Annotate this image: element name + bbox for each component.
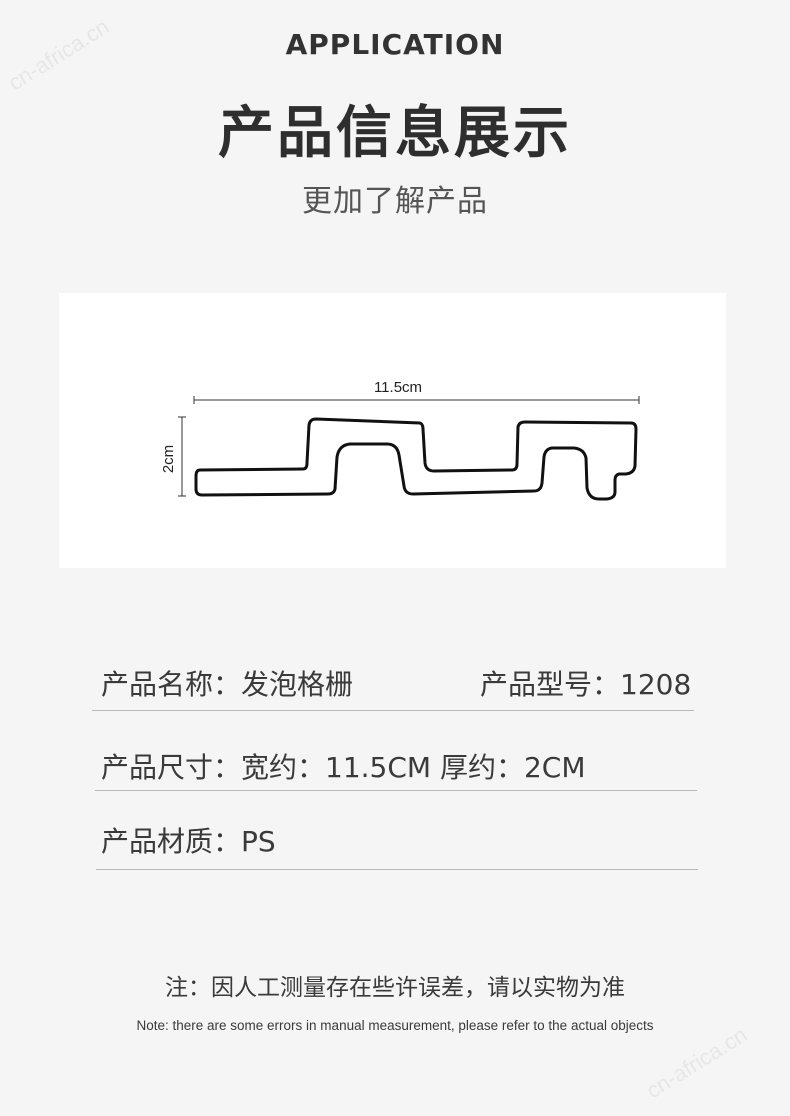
profile-outline <box>194 417 638 501</box>
application-heading: APPLICATION <box>285 28 505 61</box>
product-size: 产品尺寸：宽约：11.5CM 厚约：2CM <box>101 751 586 784</box>
divider <box>92 710 694 711</box>
product-material: 产品材质：PS <box>101 825 276 858</box>
height-dimension-line <box>178 416 186 497</box>
divider <box>96 869 698 870</box>
profile-diagram: 11.5cm 2cm <box>160 379 640 501</box>
profile-diagram-panel: 11.5cm 2cm <box>59 293 726 568</box>
note-english: Note: there are some errors in manual me… <box>136 1018 654 1033</box>
note-chinese: 注：因人工测量存在些许误差，请以实物为准 <box>165 975 625 1001</box>
page-title: 产品信息展示 <box>218 101 572 166</box>
product-model: 产品型号：1208 <box>480 668 692 701</box>
width-dimension-line <box>193 396 640 404</box>
width-label: 11.5cm <box>374 379 422 396</box>
height-label: 2cm <box>160 445 177 473</box>
page-subtitle: 更加了解产品 <box>302 184 488 219</box>
product-name: 产品名称：发泡格栅 <box>101 668 354 701</box>
divider <box>95 790 697 791</box>
watermark: cn-africa.cn <box>641 1021 752 1104</box>
